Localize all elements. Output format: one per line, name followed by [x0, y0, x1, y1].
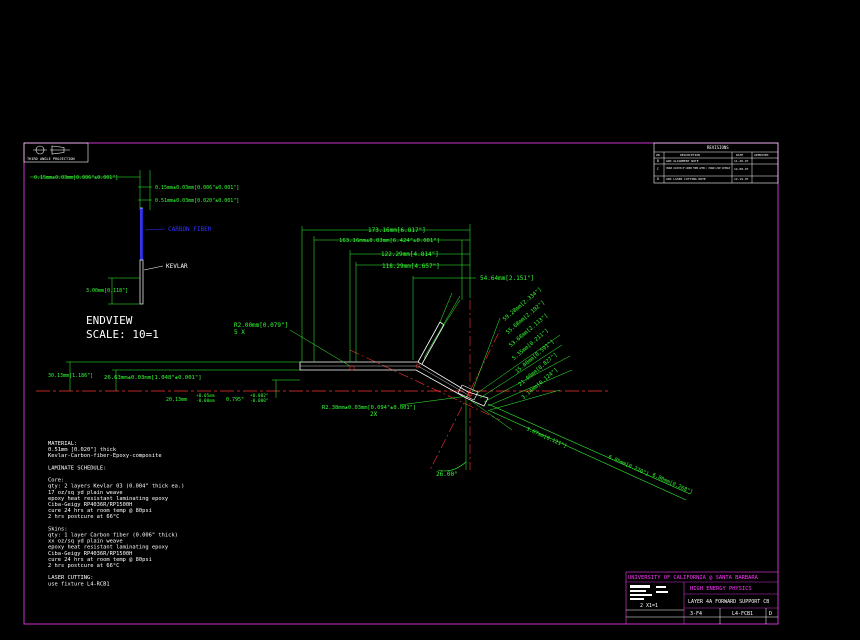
notes-block: MATERIAL:0.51mm [0.020"] thickKevlar-Car… [48, 441, 184, 587]
revision-block: REVISIONS ZN DESCRIPTION DATE APPROVED B… [653, 142, 779, 184]
revision-row-zone: B [657, 159, 659, 163]
sheet-label: 3-F4 [690, 611, 702, 617]
projection-label: THIRD ANGLE PROJECTION [27, 157, 75, 161]
projection-symbol: THIRD ANGLE PROJECTION [23, 142, 89, 163]
kevlar-layer [139, 259, 144, 305]
revision-row-desc: ADD LASER CUTTING NOTE [666, 177, 706, 181]
notes-line: Ciba-Geigy RP4036R/RP1500H [48, 551, 132, 557]
dim-lower-in-minus: -0.000" [250, 398, 269, 404]
dim-bend: R2.38mm±0.03mm[0.094"±0.001"] [322, 405, 416, 411]
endview: 0.15mm±0.03mm[0.006"±0.001"] 0.15mm±0.03… [30, 170, 239, 341]
revision-row-desc: CHANGE LOCATION OF CARBON FIBER LAYERS /… [666, 167, 730, 170]
notes-line: Core: [48, 478, 64, 484]
dim-d1: 173.16mm[6.817"] [368, 227, 426, 234]
dim-lower-in: 0.795" [226, 397, 244, 403]
kevlar-label: KEVLAR [166, 263, 188, 270]
approval-signature-area [630, 585, 668, 600]
revisions-header-zone: ZN [656, 153, 660, 157]
notes-line: 0.51mm [0.020"] thick [48, 447, 117, 453]
notes-line: Skins: [48, 526, 67, 532]
revision-row-date: 11-20-97 [734, 159, 749, 163]
angle-arc [437, 461, 467, 472]
revision-letter: D [769, 611, 772, 617]
endview-dim-mid1: 0.15mm±0.03mm[0.006"±0.001"] [155, 185, 239, 191]
notes-line: use fixture L4-RCB1 [48, 581, 110, 587]
carbon-fiber-label: CARBON FIBER [168, 226, 212, 233]
notes-line: epoxy heat resistant laminating epoxy [48, 545, 169, 551]
dim-d2: 163.16mm±0.03mm[6.424"±0.001"] [339, 238, 440, 244]
notes-line: 2 hrs postcure at 66°C [48, 514, 119, 520]
revision-row-date: 12-08-97 [734, 167, 749, 171]
university-name: UNIVERSITY OF CALIFORNIA @ SANTA BARBARA [628, 575, 759, 581]
dim-lower-in-plus: +0.002" [250, 393, 269, 399]
notes-line: 2 hrs postcure at 66°C [48, 563, 119, 569]
dim-lower-tol-plus: +0.05mm [196, 393, 215, 399]
revisions-title: REVISIONS [707, 145, 729, 150]
revision-row-date: 12-19-97 [734, 177, 749, 181]
dim-diag10: 6.80mm[0.268"] [651, 472, 693, 495]
dim-angle: 26.00° [436, 471, 458, 478]
department-name: HIGH ENERGY PHYSICS [690, 586, 752, 592]
notes-line: Ciba-Geigy RP4036R/RP1500H [48, 502, 132, 508]
dim-d3: 122.29mm[4.814"] [381, 251, 439, 258]
drawing-border [23, 142, 779, 625]
notes-line: xx oz/sq yd plain weave [48, 539, 123, 545]
endview-scale: SCALE: 10=1 [86, 328, 159, 341]
revision-row-desc: ADD ALIGNMENT NOTE [666, 159, 699, 163]
projection-cone-icon [51, 145, 65, 155]
notes-line: LAMINATE SCHEDULE: [48, 465, 106, 471]
notes-line: 17 oz/sq yd plain weave [48, 490, 123, 496]
dim-left-height: 30.13mm[1.186"] [48, 373, 93, 379]
endview-dim-mid2: 0.51mm±0.03mm[0.020"±0.001"] [155, 198, 239, 204]
notes-line: LASER CUTTING: [48, 575, 93, 581]
dim-radius: R2.00mm[0.079"] [234, 322, 288, 329]
support-flange [417, 321, 445, 365]
drawing-scale: 2 X1=1 [640, 603, 658, 609]
revisions-header-date: DATE [736, 153, 743, 157]
notes-line: cure 24 hrs at room temp @ 80psi [48, 508, 152, 514]
revisions-header-desc: DESCRIPTION [680, 153, 700, 157]
part-name: LAYER 4A FORWARD SUPPORT CB [688, 599, 769, 605]
notes-line: qty: 1 layer Carbon fiber (0.006" thick) [48, 533, 178, 539]
dim-lower-tol-minus: -0.00mm [196, 398, 215, 404]
endview-dim-height: 3.00mm[0.118"] [86, 288, 128, 294]
dim-thickness: 26.63mm±0.03mm[1.048"±0.001"] [104, 375, 202, 381]
dim-lower-mm: 20.13mm [166, 397, 187, 403]
notes-line: epoxy heat resistant laminating epoxy [48, 496, 169, 502]
drawing-number: L4-FCB1 [732, 611, 753, 617]
title-block: UNIVERSITY OF CALIFORNIA @ SANTA BARBARA… [625, 571, 779, 625]
dim-d5: 54.64mm[2.151"] [480, 275, 534, 282]
notes-line: MATERIAL: [48, 441, 77, 447]
dim-d4: 118.29mm[4.657"] [382, 263, 440, 270]
dim-radius-qty: 5 X [234, 329, 245, 336]
carbon-fiber-layer [140, 208, 143, 260]
dim-bend-qty: 2X [370, 411, 378, 418]
revisions-header-approved: APPROVED [754, 153, 769, 157]
endview-dim-top: 0.15mm±0.03mm[0.006"±0.001"] [34, 175, 118, 181]
notes-line: Kevlar-Carbon-fiber-Epoxy-composite [48, 453, 162, 459]
notes-line: qty: 2 layers Kevlar 03 (0.004" thick ea… [48, 484, 184, 490]
revision-row-zone: D [657, 177, 659, 181]
revision-row-zone: C [657, 167, 659, 171]
endview-title: ENDVIEW [86, 314, 133, 327]
support-part-outline [299, 361, 489, 407]
notes-line: cure 24 hrs at room temp @ 80psi [48, 557, 152, 563]
